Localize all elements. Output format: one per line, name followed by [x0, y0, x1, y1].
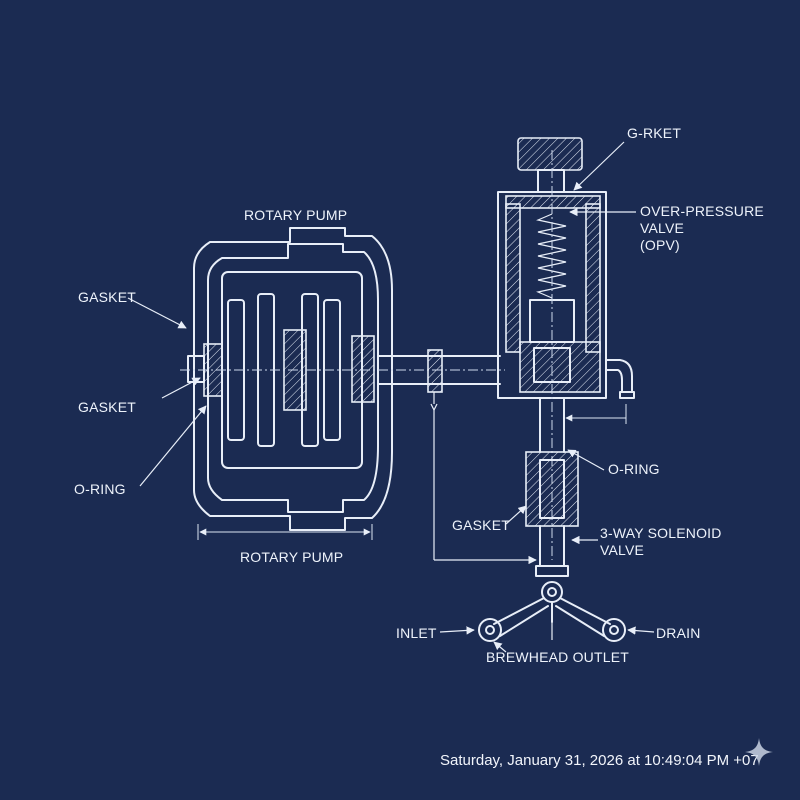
opv-spring	[536, 213, 567, 299]
label-inlet: INLET	[396, 625, 437, 641]
label-g-rket: G-RKET	[627, 125, 681, 141]
label-gasket-lower: GASKET	[78, 399, 136, 415]
label-drain: DRAIN	[656, 625, 701, 641]
label-brewhead-outlet: BREWHEAD OUTLET	[486, 649, 629, 665]
leader-lines	[127, 141, 655, 653]
label-solenoid-line1: 3-WAY SOLENOID	[600, 525, 722, 541]
return-line	[433, 410, 537, 565]
inlet-port	[478, 618, 502, 642]
diagram-labels: ROTARY PUMP ROTARY PUMP GASKET GASKET O-…	[74, 125, 764, 665]
label-rotary-pump-bottom: ROTARY PUMP	[240, 549, 343, 565]
pump-outer-housing	[193, 227, 393, 531]
over-pressure-valve	[497, 137, 635, 560]
label-o-ring-right: O-RING	[608, 461, 660, 477]
label-opv-line1: OVER-PRESSURE	[640, 203, 764, 219]
label-o-ring-left: O-RING	[74, 481, 126, 497]
opv-adjust-knob	[517, 137, 583, 171]
opv-stem	[537, 169, 565, 193]
outlet-pipe	[377, 349, 501, 412]
sparkle-icon	[745, 738, 773, 766]
label-rotary-pump-top: ROTARY PUMP	[244, 207, 347, 223]
brewhead-assembly	[478, 581, 626, 642]
pump-inner-housing	[207, 243, 379, 513]
label-gasket-right: GASKET	[452, 517, 510, 533]
drain-port	[602, 618, 626, 642]
junction-node	[541, 581, 563, 603]
solenoid-body	[525, 451, 579, 527]
label-gasket-upper: GASKET	[78, 289, 136, 305]
rotary-pump	[180, 227, 505, 540]
label-solenoid-line2: VALVE	[600, 542, 644, 558]
timestamp: Saturday, January 31, 2026 at 10:49:04 P…	[440, 752, 759, 769]
pipe-coupling	[427, 349, 443, 393]
label-opv-line3: (OPV)	[640, 237, 680, 253]
right-bearing	[351, 335, 375, 403]
left-shaft-cap	[187, 355, 205, 383]
three-way-solenoid-valve	[525, 397, 579, 577]
label-opv-line2: VALVE	[640, 220, 684, 236]
